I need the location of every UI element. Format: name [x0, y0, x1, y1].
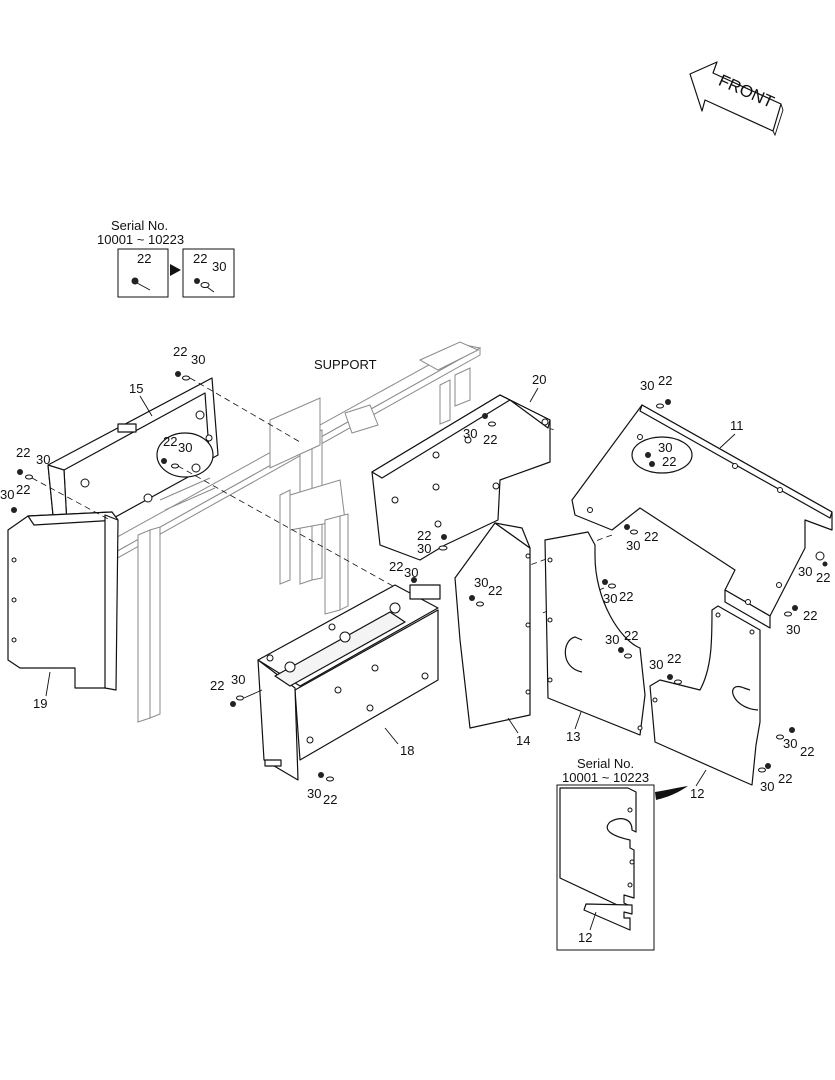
- inset-pointer-icon: [655, 786, 688, 800]
- c11b-30: 30: [626, 538, 640, 553]
- washer-icon: [200, 282, 210, 288]
- c18c-22: 22: [323, 792, 337, 807]
- part-13-label: 13: [566, 729, 580, 744]
- serial-bottom-title: Serial No.: [577, 756, 634, 771]
- c18b-30: 30: [231, 672, 245, 687]
- c15in-22: 22: [163, 434, 177, 449]
- c20-30: 30: [463, 426, 477, 441]
- c12a-22: 22: [667, 651, 681, 666]
- part-15-label: 15: [129, 381, 143, 396]
- c12d-30: 30: [760, 779, 774, 794]
- c14a-22: 22: [417, 528, 431, 543]
- bolt-icon: [194, 278, 200, 284]
- c13a-22: 22: [619, 589, 633, 604]
- c18a-30: 30: [404, 565, 418, 580]
- c18b-22: 22: [210, 678, 224, 693]
- serial-top-new-bolt: 22: [193, 251, 207, 266]
- c15in-30: 30: [178, 440, 192, 455]
- c11in-22: 22: [662, 454, 676, 469]
- c19a-30: 30: [36, 452, 50, 467]
- c12c-22: 22: [800, 744, 814, 759]
- c13b-22: 22: [624, 628, 638, 643]
- part-12-panel: 12 30 22 30 22 30 22 30 22: [649, 605, 817, 801]
- part-19-label: 19: [33, 696, 47, 711]
- c14b-22: 22: [488, 583, 502, 598]
- serial-top-new-washer: 30: [212, 259, 226, 274]
- part-14-panel: 14 22 30 30 22: [417, 522, 531, 748]
- serial-inset-top: Serial No. 10001 ~ 10223 22 22 30: [97, 218, 235, 298]
- c12c-30: 30: [783, 736, 797, 751]
- c12a-30: 30: [649, 657, 663, 672]
- support-label: SUPPORT: [314, 357, 377, 372]
- part-11-plate: 11 30 22 30 22 30 22 30 22: [571, 373, 833, 629]
- part-18-label: 18: [400, 743, 414, 758]
- serial-top-title: Serial No.: [111, 218, 168, 233]
- part-14-label: 14: [516, 733, 530, 748]
- part-20-label: 20: [532, 372, 546, 387]
- part-18-box: 18 22 30 22 30 30 22: [210, 559, 441, 807]
- front-arrow-icon: FRONT: [689, 61, 784, 137]
- c12b-22: 22: [803, 608, 817, 623]
- serial-top-old-callout: 22: [137, 251, 151, 266]
- c13a-30: 30: [603, 591, 617, 606]
- part-19-panel: 19 22 30 30 22: [0, 445, 119, 711]
- c13b-30: 30: [605, 632, 619, 647]
- serial-bottom-part-label: 12: [578, 930, 592, 945]
- c11c-22: 22: [816, 570, 830, 585]
- part-12-label: 12: [690, 786, 704, 801]
- arrow-right-icon: [170, 264, 181, 276]
- c15-22: 22: [173, 344, 187, 359]
- serial-inset-bottom: Serial No. 10001 ~ 10223 12: [556, 756, 688, 951]
- c11c-30: 30: [798, 564, 812, 579]
- c20-22: 22: [483, 432, 497, 447]
- c11b-22: 22: [644, 529, 658, 544]
- part-13-panel: 13 30 22 30 22: [544, 531, 646, 744]
- serial-top-range: 10001 ~ 10223: [97, 232, 184, 247]
- c18a-22: 22: [389, 559, 403, 574]
- c12b-30: 30: [786, 622, 800, 637]
- part-20-bracket: 20 30 22: [371, 372, 551, 561]
- c18c-30: 30: [307, 786, 321, 801]
- c11in-30: 30: [658, 440, 672, 455]
- c19b-30: 30: [0, 487, 14, 502]
- c19b-22: 22: [16, 482, 30, 497]
- c19a-22: 22: [16, 445, 30, 460]
- c14a-30: 30: [417, 541, 431, 556]
- c12d-22: 22: [778, 771, 792, 786]
- part-11-label: 11: [730, 418, 744, 433]
- c15-30: 30: [191, 352, 205, 367]
- c14b-30: 30: [474, 575, 488, 590]
- c11a-30: 30: [640, 378, 654, 393]
- c11a-22: 22: [658, 373, 672, 388]
- bolt-icon: [131, 277, 139, 285]
- serial-bottom-range: 10001 ~ 10223: [562, 770, 649, 785]
